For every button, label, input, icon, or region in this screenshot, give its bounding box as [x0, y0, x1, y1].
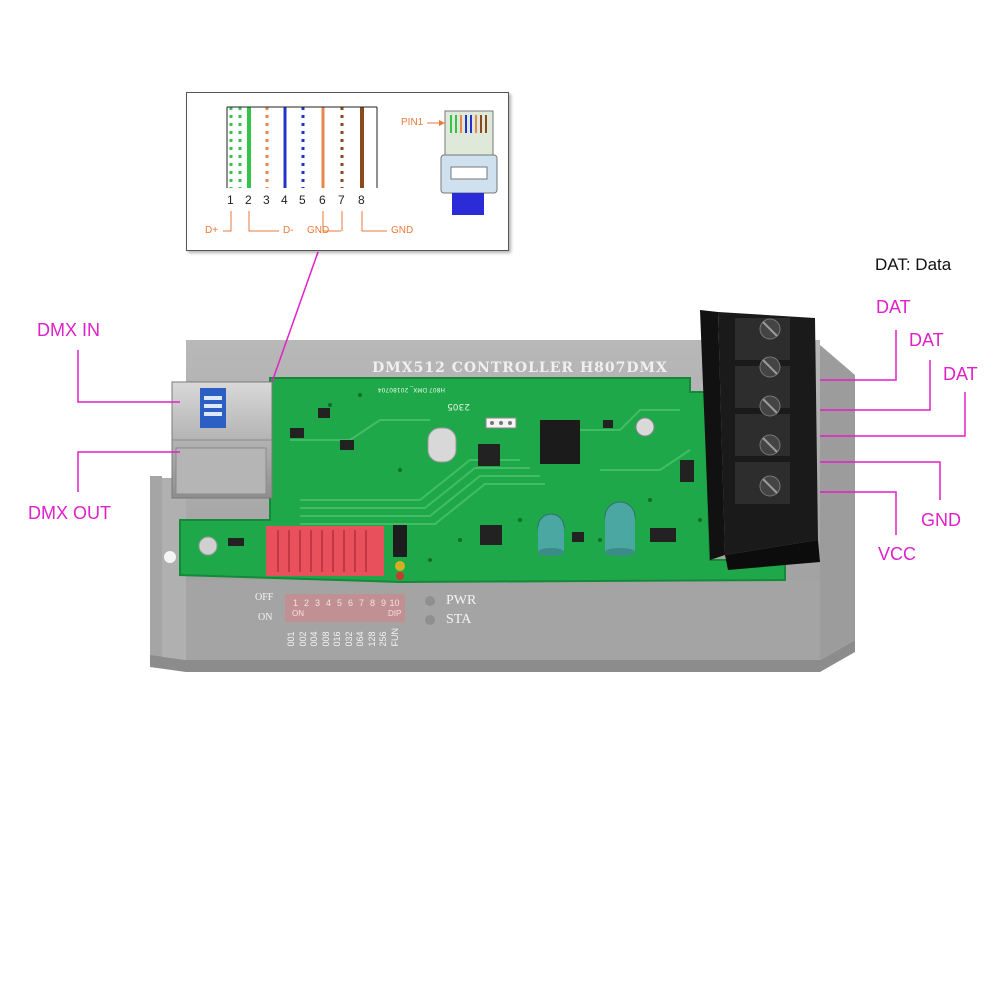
dip-value: 002 [297, 631, 308, 647]
dip-value: 064 [355, 631, 365, 647]
rj45-plug-icon [440, 110, 498, 215]
gnd-label-a: GND [307, 225, 330, 236]
callout-gnd: GND [921, 510, 961, 530]
dip-number: 6 [347, 598, 353, 608]
pinout-wires [223, 106, 498, 232]
dip-on-text: ON [292, 609, 304, 618]
pin-8: 8 [358, 193, 365, 207]
dip-number: 8 [369, 598, 375, 608]
callout-dat-1: DAT [876, 297, 911, 317]
d-plus-label: D+ [205, 225, 219, 236]
dip-value: FUN [389, 628, 400, 647]
board-title: DMX512 CONTROLLER H807DMX [372, 360, 668, 376]
pin1-label: PIN1 [401, 117, 424, 128]
dip-number: 7 [358, 598, 364, 608]
pin-4: 4 [281, 193, 288, 207]
panel-dip-window [285, 594, 405, 622]
dip-value: 256 [378, 631, 388, 647]
dip-value: 008 [320, 631, 331, 647]
dip-number: 1 [292, 598, 298, 608]
dip-number: 5 [336, 598, 342, 608]
silk-code: 2305 [447, 401, 470, 411]
dip-number: 10 [389, 598, 400, 608]
dip-number: 2 [303, 598, 309, 608]
pin-1: 1 [227, 193, 234, 207]
dip-dip-text: DIP [388, 609, 402, 618]
pwr-led [425, 596, 435, 606]
dip-switch [266, 526, 384, 576]
pwr-label: PWR [446, 593, 477, 608]
panel-on-label: ON [258, 612, 273, 623]
dip-value: 001 [286, 631, 296, 647]
pin-5: 5 [299, 193, 306, 207]
sta-label: STA [446, 612, 472, 627]
dip-value: 004 [309, 631, 319, 647]
dip-number: 9 [380, 598, 386, 608]
callout-dmx-out: DMX OUT [28, 503, 111, 523]
main-ic [540, 420, 580, 464]
terminal-block [700, 310, 820, 570]
driver-ic [478, 444, 500, 466]
rj45-pinout-inset: 1 2 3 4 5 6 7 8 D+ D- GND GND PIN1 [186, 92, 509, 251]
rj45-jacks [171, 381, 273, 499]
callout-dat-3: DAT [943, 364, 978, 384]
pin-7: 7 [338, 193, 345, 207]
dip-value: 016 [332, 631, 342, 647]
dip-number: 4 [325, 598, 331, 608]
panel-off-label: OFF [255, 592, 274, 603]
pin-2: 2 [245, 193, 252, 207]
dip-value: 128 [366, 631, 377, 647]
pin-6: 6 [319, 193, 326, 207]
dip-number: 3 [314, 598, 320, 608]
pin-3: 3 [263, 193, 270, 207]
mounting-hole [164, 551, 176, 563]
gnd-label-b: GND [391, 225, 414, 236]
front-panel [285, 594, 435, 625]
callout-vcc: VCC [878, 544, 917, 564]
sta-led [425, 615, 435, 625]
silk-model: H807 DMX_ 20180704 [378, 386, 445, 393]
crystal [427, 427, 457, 463]
dip-value: 032 [343, 631, 354, 647]
pcb-board: H807 DMX_ 20180704 2305 [179, 377, 786, 584]
callout-lines [77, 251, 966, 535]
d-minus-label: D- [283, 225, 294, 236]
callout-dat-2: DAT [909, 330, 944, 350]
callout-dmx-in: DMX IN [37, 320, 100, 340]
legend-text: DAT: Data [875, 255, 952, 274]
